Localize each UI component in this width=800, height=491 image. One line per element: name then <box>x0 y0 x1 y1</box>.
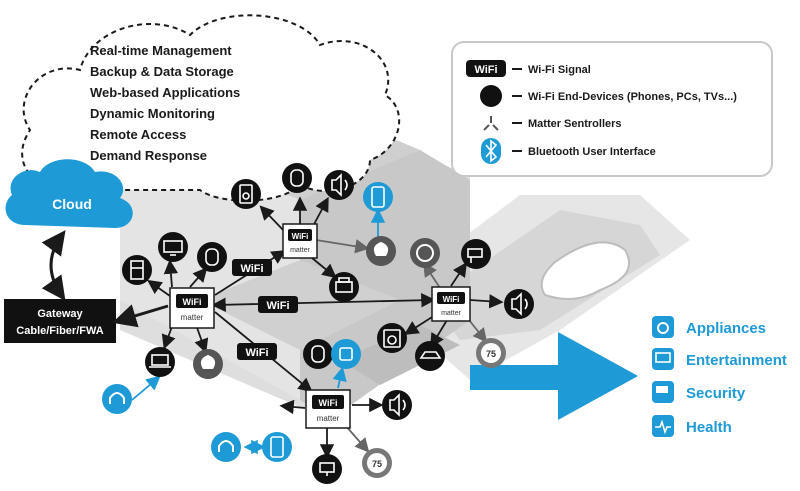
category-health: Health <box>652 415 732 437</box>
gateway-line2: Cable/Fiber/FWA <box>16 325 103 337</box>
yard-area <box>380 195 690 380</box>
cloud-gateway-arrow <box>41 230 66 301</box>
washer-device-icon <box>377 323 407 353</box>
cloud-icon <box>5 159 133 228</box>
cloud-region: Cloud <box>5 14 401 228</box>
matter-devices: 75 75 <box>193 236 506 478</box>
svg-text:Entertainment: Entertainment <box>686 352 787 369</box>
category-security: Security <box>652 381 746 403</box>
legend-label: Wi-Fi Signal <box>528 64 591 76</box>
device-glyphs <box>130 169 528 476</box>
bluetooth-devices <box>102 182 393 462</box>
matter-hub-top: WiFi matter <box>282 223 318 259</box>
gateway-hub-link <box>112 304 169 328</box>
headphones-icon <box>102 384 132 414</box>
category-appliances: Appliances <box>652 316 766 338</box>
wifi-badge-icon: WiFi <box>232 259 272 276</box>
cloud-services-list: Real-time Management Backup & Data Stora… <box>90 43 240 163</box>
headphones-icon <box>211 432 241 462</box>
svg-text:matter: matter <box>441 310 462 317</box>
matter-hub-main: WiFi matter <box>169 287 215 329</box>
gateway-line1: Gateway <box>37 308 83 320</box>
output-arrow-icon <box>470 332 638 420</box>
service-item: Dynamic Monitoring <box>90 106 215 121</box>
speaker-icon <box>382 390 412 420</box>
svg-text:Appliances: Appliances <box>686 320 766 337</box>
cloud-label: Cloud <box>52 196 92 212</box>
svg-text:Health: Health <box>686 419 732 436</box>
legend-wifi-row: WiFi Wi-Fi Signal <box>466 60 591 77</box>
smart-speaker-icon <box>282 163 312 193</box>
service-item: Web-based Applications <box>90 85 240 100</box>
car-icon <box>415 341 445 371</box>
service-item: Demand Response <box>90 148 207 163</box>
matter-controller-icon <box>483 116 499 131</box>
category-list: Appliances Entertainment Security Health <box>652 316 787 437</box>
phone-icon <box>262 432 292 462</box>
smart-speaker-icon <box>303 339 333 369</box>
smart-hub-icon <box>197 242 227 272</box>
svg-text:matter: matter <box>181 313 204 322</box>
svg-text:matter: matter <box>290 247 311 254</box>
end-devices <box>122 163 534 484</box>
washer-icon <box>652 316 674 338</box>
legend-label: Matter Sentrollers <box>528 118 622 130</box>
matter-hub-bottom: WiFi matter <box>305 389 351 429</box>
legend-box: WiFi Wi-Fi Signal Wi-Fi End-Devices (Pho… <box>451 41 773 177</box>
legend-label: Wi-Fi End-Devices (Phones, PCs, TVs...) <box>528 91 737 103</box>
svg-text:75: 75 <box>372 459 382 469</box>
bluetooth-links <box>131 208 386 455</box>
wifi-badge-icon: WiFi <box>237 343 277 360</box>
pool-shape <box>540 241 631 300</box>
end-device-dot-icon <box>480 85 502 107</box>
svg-text:WiFi: WiFi <box>443 295 460 304</box>
laptop-icon <box>145 347 175 377</box>
svg-text:WiFi: WiFi <box>319 398 338 408</box>
svg-text:75: 75 <box>486 349 496 359</box>
svg-text:WiFi: WiFi <box>292 232 309 241</box>
fridge-icon <box>122 255 152 285</box>
wifi-badge-icon <box>466 60 506 77</box>
gateway-box: Gateway Cable/Fiber/FWA <box>4 299 116 343</box>
svg-text:WiFi: WiFi <box>245 347 268 359</box>
service-item: Real-time Management <box>90 43 232 58</box>
svg-text:Security: Security <box>686 385 746 402</box>
legend-device-row: Wi-Fi End-Devices (Phones, PCs, TVs...) <box>480 85 737 107</box>
tv-device-icon <box>158 232 188 262</box>
service-item: Remote Access <box>90 127 186 142</box>
svg-text:WiFi: WiFi <box>474 64 497 76</box>
security-camera-icon <box>461 239 491 269</box>
legend-bluetooth-row: Bluetooth User Interface <box>481 138 656 164</box>
printer-icon <box>329 272 359 302</box>
svg-text:WiFi: WiFi <box>266 300 289 312</box>
svg-text:WiFi: WiFi <box>240 263 263 275</box>
camera-device-icon <box>231 179 261 209</box>
matter-hub-yard: WiFi matter <box>431 286 471 322</box>
cloud-dashed-outline <box>21 14 401 202</box>
service-item: Backup & Data Storage <box>90 64 234 79</box>
svg-text:matter: matter <box>317 414 340 423</box>
speaker-icon <box>504 289 534 319</box>
desktop-icon <box>312 454 342 484</box>
phone-icon <box>363 182 393 212</box>
smartwatch-icon <box>331 339 361 369</box>
svg-text:WiFi: WiFi <box>183 297 202 307</box>
speaker-icon <box>324 170 354 200</box>
wifi-badge-icon: WiFi <box>258 296 298 313</box>
thermostat-icon <box>410 238 440 268</box>
legend-matter-row: Matter Sentrollers <box>483 116 622 131</box>
category-entertainment: Entertainment <box>652 348 787 370</box>
legend-label: Bluetooth User Interface <box>528 146 656 158</box>
